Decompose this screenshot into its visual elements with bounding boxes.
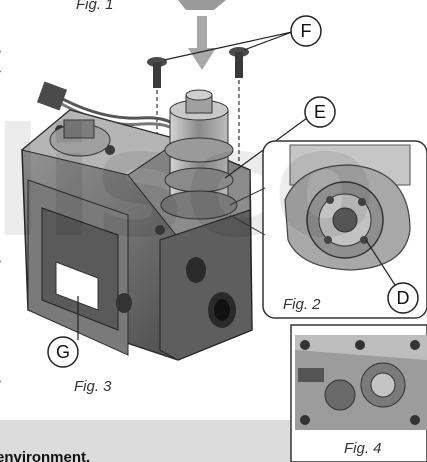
callout-e-circle [304, 96, 336, 128]
gas-valve-body [20, 109, 253, 361]
fig1-fragment [178, 0, 226, 10]
callout-d-circle [387, 282, 419, 314]
fig4-caption: Fig. 4 [344, 440, 382, 457]
environment-text: environment. [0, 449, 90, 462]
callout-g-letter: G [56, 342, 70, 362]
fig4-valve-closeup [295, 335, 427, 430]
callout-e-letter: E [314, 102, 326, 122]
down-arrow-icon [188, 16, 216, 70]
screw-left [147, 57, 167, 88]
fig3-caption: Fig. 3 [74, 378, 112, 395]
left-edge-mark-4: › [0, 376, 1, 387]
callout-f-circle [290, 15, 322, 47]
fig1-caption: Fig. 1 [76, 0, 114, 13]
left-edge-mark-1: › [0, 46, 1, 57]
callout-g-circle [47, 336, 79, 368]
fig2-caption: Fig. 2 [283, 296, 321, 313]
regulator-tower [160, 89, 238, 220]
left-edge-mark-2: › [0, 66, 1, 77]
watermark-text: lisco [0, 97, 376, 271]
fig2-regulator-closeup [284, 144, 411, 271]
left-edge-mark-3: › [0, 256, 1, 267]
screw-right [229, 47, 249, 78]
callout-f-leader-2 [243, 31, 293, 51]
bottom-band [0, 420, 300, 462]
callout-f-leader-1 [163, 31, 293, 61]
inset-link-bottom [229, 214, 266, 236]
callout-d-letter: D [397, 288, 410, 308]
inset-link-top [229, 187, 266, 206]
callout-d-leader [365, 239, 396, 286]
label-area-g [55, 261, 99, 311]
callout-f-letter: F [301, 21, 312, 41]
